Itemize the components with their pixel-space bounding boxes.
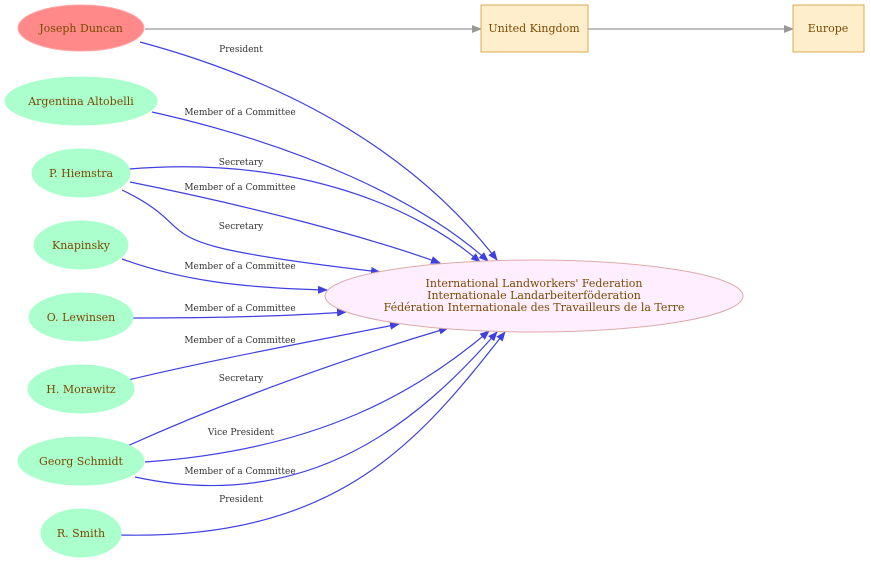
edge-label-morawitz-committee: Member of a Committee <box>184 336 295 346</box>
edge-label-schmidt-secretary: Secretary <box>219 374 264 384</box>
edge-label-duncan-president: President <box>219 45 263 55</box>
edge-label-altobelli-committee: Member of a Committee <box>184 108 295 118</box>
node-georg-schmidt[interactable]: Georg Schmidt <box>17 436 145 486</box>
node-label-line3: Fédération Internationale des Travailleu… <box>384 301 685 314</box>
edge-hiemstra-committee <box>129 181 441 264</box>
edge-label-hiemstra-committee: Member of a Committee <box>184 183 295 193</box>
node-joseph-duncan[interactable]: Joseph Duncan <box>17 4 145 52</box>
node-united-kingdom[interactable]: United Kingdom <box>480 4 589 53</box>
edge-lewinsen-committee <box>132 308 347 319</box>
node-federation[interactable]: International Landworkers' Federation In… <box>324 259 744 333</box>
edge-hiemstra-secretary-1 <box>128 166 481 263</box>
node-label-line2: Internationale Landarbeiterföderation <box>427 289 641 302</box>
edges <box>120 25 794 536</box>
node-label: Europe <box>808 22 849 35</box>
node-label: P. Hiemstra <box>49 167 114 180</box>
node-o-lewinsen[interactable]: O. Lewinsen <box>28 292 134 342</box>
edge-label-smith-president: President <box>219 495 263 505</box>
edge-knapinsky-committee <box>121 258 328 294</box>
node-label: United Kingdom <box>488 22 580 35</box>
edge-schmidt-committee <box>134 331 498 487</box>
edge-label-knapinsky-committee: Member of a Committee <box>184 262 295 272</box>
edge-label-schmidt-committee: Member of a Committee <box>184 467 295 477</box>
node-knapinsky[interactable]: Knapinsky <box>33 220 129 270</box>
node-label: Joseph Duncan <box>38 22 123 35</box>
edge-schmidt-vicepresident <box>144 330 490 463</box>
edge-label-hiemstra-secretary-2: Secretary <box>219 222 264 232</box>
node-label: H. Morawitz <box>46 383 116 396</box>
node-label: R. Smith <box>57 527 105 540</box>
edge-altobelli-committee <box>151 111 489 262</box>
node-r-smith[interactable]: R. Smith <box>40 508 122 558</box>
node-argentina-altobelli[interactable]: Argentina Altobelli <box>4 76 158 126</box>
edge-smith-president <box>120 331 506 536</box>
node-label: O. Lewinsen <box>47 311 115 324</box>
node-p-hiemstra[interactable]: P. Hiemstra <box>31 148 131 198</box>
node-label: Knapinsky <box>52 239 111 252</box>
edge-label-schmidt-vicepresident: Vice President <box>207 428 275 438</box>
edge-duncan-president <box>139 41 498 261</box>
edge-morawitz-committee <box>127 321 400 381</box>
node-label: Argentina Altobelli <box>27 95 134 108</box>
nodes: Joseph Duncan United Kingdom Europe Arge… <box>4 4 865 558</box>
edge-label-hiemstra-secretary-1: Secretary <box>219 158 264 168</box>
node-europe[interactable]: Europe <box>792 4 865 53</box>
edge-hiemstra-secretary-2 <box>121 189 381 275</box>
edge-label-lewinsen-committee: Member of a Committee <box>184 304 295 314</box>
node-label: Georg Schmidt <box>39 455 123 468</box>
node-label-line1: International Landworkers' Federation <box>426 277 643 290</box>
edge-schmidt-secretary <box>124 326 449 448</box>
node-h-morawitz[interactable]: H. Morawitz <box>27 364 135 414</box>
edge-labels: President Member of a Committee Secretar… <box>184 45 295 505</box>
